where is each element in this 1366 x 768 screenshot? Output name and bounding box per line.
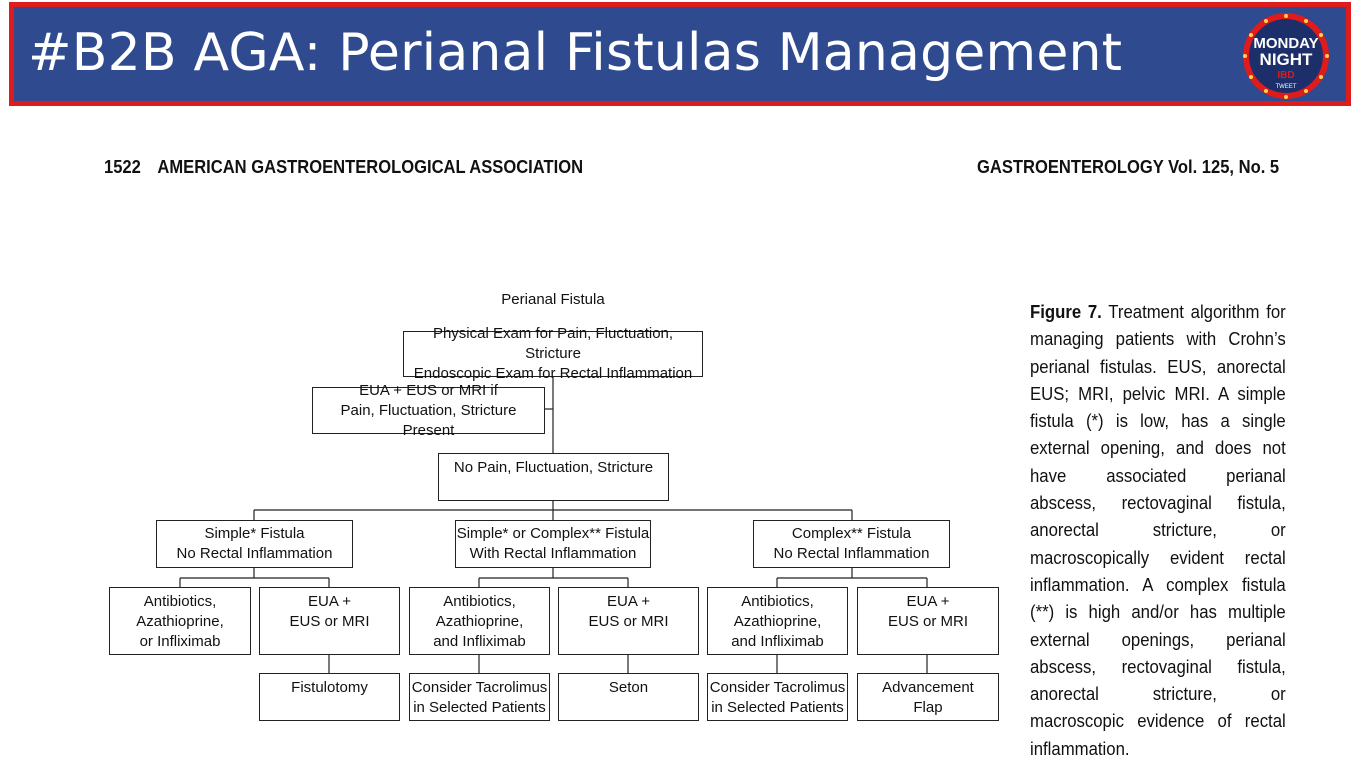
monday-night-ibd-logo: MONDAY NIGHT IBD TWEET — [1238, 12, 1334, 102]
logo-graphic: MONDAY NIGHT IBD TWEET — [1243, 13, 1329, 99]
category-node-1: Simple* Fistula No Rectal Inflammation — [156, 520, 353, 568]
treatment-eua-2: EUA + EUS or MRI — [558, 587, 699, 655]
advancement-flap-text: Advancement Flap — [882, 679, 974, 716]
logo-line1: MONDAY — [1253, 35, 1318, 52]
treatment-eua-3-text: EUA + EUS or MRI — [887, 593, 968, 630]
treatment-medical-1-text: Antibiotics, Azathioprine, or Infliximab — [136, 593, 224, 650]
category-2-text: Simple* or Complex** Fistula With Rectal… — [456, 525, 650, 562]
figure-caption: Figure 7. Treatment algorithm for managi… — [1030, 299, 1286, 763]
logo-line3: IBD — [1277, 70, 1294, 81]
logo-line2: NIGHT — [1260, 50, 1314, 69]
treatment-eua-3: EUA + EUS or MRI — [857, 587, 999, 655]
eua-present-node: EUA + EUS or MRI if Pain, Fluctuation, S… — [312, 382, 545, 439]
seton-text: Seton — [608, 679, 649, 696]
tacrolimus-node-2: Consider Tacrolimus in Selected Patients — [707, 673, 848, 721]
exam-node-text: Physical Exam for Pain, Fluctuation, Str… — [413, 325, 693, 382]
figure-label: Figure 7. — [1030, 302, 1102, 322]
slide-title: #B2B AGA: Perianal Fistulas Management — [28, 23, 1123, 83]
eua-present-text: EUA + EUS or MRI if Pain, Fluctuation, S… — [340, 381, 517, 439]
treatment-medical-2: Antibiotics, Azathioprine, and Inflixima… — [409, 587, 550, 655]
treatment-medical-1: Antibiotics, Azathioprine, or Infliximab — [109, 587, 251, 655]
category-3-text: Complex** Fistula No Rectal Inflammation — [773, 525, 930, 562]
no-pain-text: No Pain, Fluctuation, Stricture — [453, 459, 654, 476]
journal-header-left: 1522 AMERICAN GASTROENTEROLOGICAL ASSOCIA… — [104, 156, 583, 178]
slide-title-bar: #B2B AGA: Perianal Fistulas Management — [9, 2, 1351, 106]
treatment-eua-2-text: EUA + EUS or MRI — [588, 593, 669, 630]
tacrolimus-node-1: Consider Tacrolimus in Selected Patients — [409, 673, 550, 721]
treatment-medical-3-text: Antibiotics, Azathioprine, and Inflixima… — [731, 593, 824, 650]
figure-caption-text: Treatment algorithm for managing patient… — [1030, 302, 1286, 759]
category-node-3: Complex** Fistula No Rectal Inflammation — [753, 520, 950, 568]
advancement-flap-node: Advancement Flap — [857, 673, 999, 721]
exam-node: Physical Exam for Pain, Fluctuation, Str… — [403, 325, 703, 382]
seton-node: Seton — [558, 673, 699, 721]
category-node-2: Simple* or Complex** Fistula With Rectal… — [455, 520, 651, 568]
category-1-text: Simple* Fistula No Rectal Inflammation — [176, 525, 333, 562]
treatment-eua-1: EUA + EUS or MRI — [259, 587, 400, 655]
tacrolimus-1-text: Consider Tacrolimus in Selected Patients — [411, 679, 548, 716]
treatment-medical-3: Antibiotics, Azathioprine, and Inflixima… — [707, 587, 848, 655]
fistulotomy-text: Fistulotomy — [291, 679, 368, 696]
root-node: Perianal Fistula — [501, 291, 605, 308]
fistulotomy-node: Fistulotomy — [259, 673, 400, 721]
journal-name: GASTROENTEROLOGY Vol. 125, No. 5 — [977, 157, 1280, 177]
treatment-medical-2-text: Antibiotics, Azathioprine, and Inflixima… — [433, 593, 526, 650]
no-pain-node: No Pain, Fluctuation, Stricture — [438, 453, 669, 501]
logo-line4: TWEET — [1276, 84, 1297, 90]
page-number: 1522 — [104, 157, 141, 177]
tacrolimus-2-text: Consider Tacrolimus in Selected Patients — [709, 679, 846, 716]
association-name: AMERICAN GASTROENTEROLOGICAL ASSOCIATION — [157, 157, 584, 177]
treatment-eua-1-text: EUA + EUS or MRI — [289, 593, 370, 630]
